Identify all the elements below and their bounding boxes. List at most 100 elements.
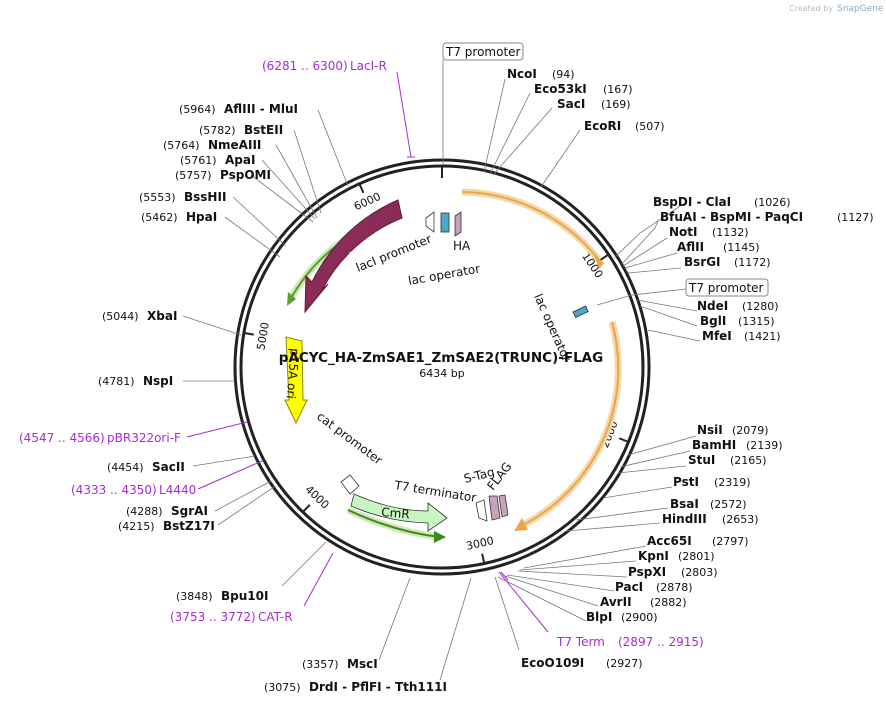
backbone-outer [233, 158, 651, 576]
primer-range: (2897 .. 2915) [618, 635, 704, 649]
enzyme-label[interactable]: BssHII [184, 190, 226, 204]
enzyme-position: (1026) [754, 196, 791, 209]
cmr-label: CmR [381, 505, 411, 521]
enzyme-label[interactable]: StuI [688, 453, 715, 467]
lac-operator-top-label: lac operator [407, 262, 481, 288]
t7-promoter-right-box[interactable] [685, 278, 769, 297]
ha-tag-arrow[interactable] [454, 211, 462, 237]
enzyme-position: (2803) [681, 566, 718, 579]
orf-orange-1[interactable] [461, 191, 599, 260]
enzyme-label[interactable]: SacII [152, 460, 185, 474]
t7-terminator-arrow[interactable] [475, 499, 488, 522]
tick-mark [618, 437, 628, 443]
primer-leader-lines [186, 71, 549, 633]
primer-range: (4333 .. 4350) [71, 483, 157, 497]
enzyme-label[interactable]: AflII [677, 240, 704, 254]
enzyme-label[interactable]: EcoRI [584, 119, 621, 133]
enzyme-label[interactable]: XbaI [147, 309, 177, 323]
enzyme-label[interactable]: PstI [673, 475, 699, 489]
enzyme-label[interactable]: PspOMI [220, 168, 271, 182]
enzyme-label[interactable]: NsiI [697, 423, 723, 437]
enzyme-label[interactable]: BfuAI - BspMI - PaqCI [660, 210, 803, 224]
enzyme-label[interactable]: BlpI [586, 610, 612, 624]
enzyme-position: (1145) [723, 241, 760, 254]
enzyme-label[interactable]: PacI [615, 580, 643, 594]
enzyme-label[interactable]: KpnI [638, 549, 669, 563]
enzyme-label[interactable]: BglI [700, 314, 726, 328]
s-tag-arrow[interactable] [488, 495, 501, 521]
enzyme-position: (1421) [744, 330, 781, 343]
primer-range: (3753 .. 3772) [170, 610, 256, 624]
p15a-ori-arrow[interactable] [284, 336, 308, 425]
enzyme-position: (5462) [141, 211, 178, 224]
enzyme-position: (1280) [742, 300, 779, 313]
enzyme-label[interactable]: BsrGI [684, 255, 721, 269]
cat-promoter-label: cat promoter [314, 409, 385, 467]
plasmid-length: 6434 bp [419, 367, 464, 380]
tick-mark [302, 504, 311, 513]
enzyme-label[interactable]: SacI [557, 97, 585, 111]
orf-green-1-head [287, 292, 296, 306]
enzyme-position: (2797) [712, 535, 749, 548]
enzyme-label[interactable]: EcoO109I [521, 656, 584, 670]
enzyme-label[interactable]: HpaI [186, 210, 217, 224]
enzyme-label[interactable]: NdeI [697, 299, 728, 313]
enzyme-label[interactable]: DrdI - PflFI - Tth111I [309, 680, 447, 694]
enzyme-label[interactable]: Eco53kI [534, 82, 587, 96]
enzyme-label[interactable]: ApaI [225, 153, 255, 167]
tick-mark [244, 332, 254, 336]
cmr-arrow[interactable] [350, 493, 448, 532]
enzyme-label[interactable]: AvrII [600, 595, 632, 609]
enzyme-position: (2878) [656, 581, 693, 594]
enzyme-label-group: NcoI (94) Eco53kI (167) SacI (169) EcoRI… [98, 67, 874, 694]
enzyme-label[interactable]: NcoI [507, 67, 537, 81]
enzyme-label[interactable]: BstZ17I [163, 519, 215, 533]
cat-promoter-arrow[interactable] [340, 474, 360, 495]
enzyme-label[interactable]: AflIII - MluI [224, 102, 298, 116]
tick-mark [358, 184, 365, 194]
enzyme-label[interactable]: HindIII [662, 512, 707, 526]
orf-orange-2[interactable] [522, 321, 620, 526]
enzyme-label[interactable]: MfeI [702, 329, 732, 343]
enzyme-position: (2572) [710, 498, 747, 511]
enzyme-position: (2653) [722, 513, 759, 526]
enzyme-position: (5761) [180, 154, 217, 167]
enzyme-label[interactable]: BstEII [244, 123, 283, 137]
primer-label[interactable]: T7 Term [556, 635, 605, 649]
enzyme-label[interactable]: BamHI [692, 438, 736, 452]
laci-arrow[interactable] [304, 199, 403, 314]
tick-mark [481, 553, 486, 563]
primer-label[interactable]: LacI-R [350, 59, 387, 73]
primer-label[interactable]: pBR322ori-F [107, 431, 181, 445]
enzyme-label[interactable]: SgrAI [171, 504, 208, 518]
lac-operator-right-box[interactable] [572, 305, 589, 318]
enzyme-label[interactable]: Acc65I [647, 534, 692, 548]
enzyme-label[interactable]: NspI [143, 374, 173, 388]
enzyme-label[interactable]: PspXI [628, 565, 666, 579]
enzyme-position: (1172) [734, 256, 771, 269]
t7-promoter-top-box[interactable] [442, 42, 524, 61]
primer-label[interactable]: L4440 [159, 483, 196, 497]
enzyme-position: (507) [635, 120, 665, 133]
primer-range: (6281 .. 6300) [262, 59, 348, 73]
enzyme-position: (2801) [678, 550, 715, 563]
enzyme-position: (3075) [264, 681, 301, 694]
ha-label: HA [453, 239, 471, 253]
enzyme-label[interactable]: BspDI - ClaI [653, 195, 731, 209]
orf-green-2[interactable] [347, 509, 441, 538]
enzyme-label[interactable]: BsaI [670, 497, 699, 511]
lac-operator-top-box[interactable] [440, 212, 450, 233]
enzyme-position: (2882) [650, 596, 687, 609]
primer-label[interactable]: CAT-R [258, 610, 293, 624]
flag-arrow[interactable] [498, 494, 509, 518]
enzyme-label[interactable]: NotI [669, 225, 698, 239]
enzyme-label[interactable]: Bpu10I [221, 589, 268, 603]
laci-promoter-arrow[interactable] [425, 211, 435, 233]
enzyme-label[interactable]: MscI [347, 657, 378, 671]
t7-promoter-right-label: T7 promoter [688, 281, 764, 295]
t7-promoter-top-label: T7 promoter [445, 45, 521, 59]
enzyme-position: (94) [552, 68, 575, 81]
tick-label: 3000 [465, 534, 495, 553]
enzyme-position: (2900) [621, 611, 658, 624]
enzyme-label[interactable]: NmeAIII [208, 138, 261, 152]
